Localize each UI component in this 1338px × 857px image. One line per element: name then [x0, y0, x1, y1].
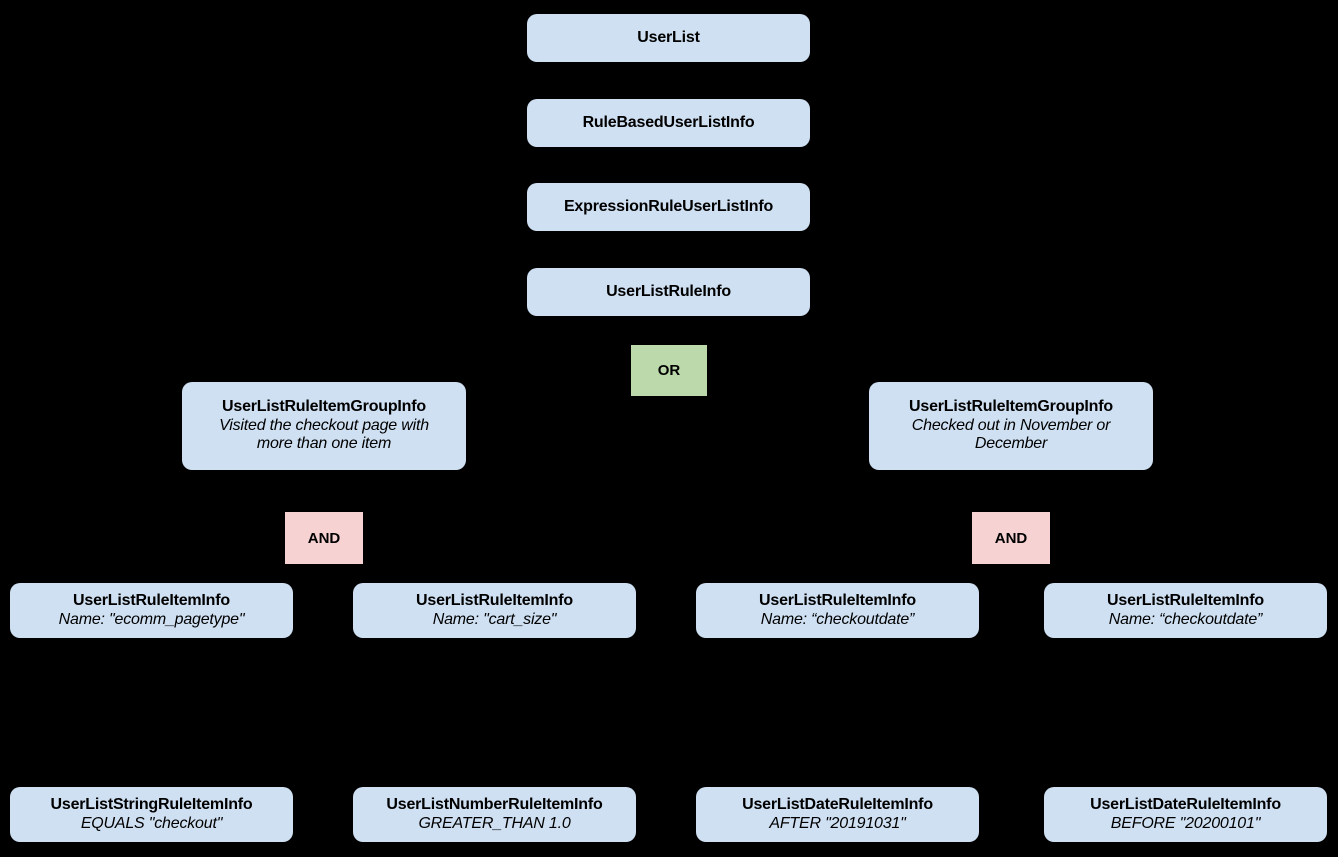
node-subtitle: BEFORE "20200101" [1110, 814, 1261, 832]
node-leaf-string-rule[interactable]: UserListStringRuleItemInfo EQUALS "check… [10, 787, 293, 842]
node-rule-item-1[interactable]: UserListRuleItemInfo Name: "ecomm_pagety… [10, 583, 293, 638]
node-title: UserListDateRuleItemInfo [742, 795, 933, 813]
node-leaf-date-rule-before[interactable]: UserListDateRuleItemInfo BEFORE "2020010… [1044, 787, 1327, 842]
node-title: UserListRuleItemGroupInfo [222, 397, 426, 415]
operator-and-right[interactable]: AND [972, 512, 1050, 564]
node-leaf-number-rule[interactable]: UserListNumberRuleItemInfo GREATER_THAN … [353, 787, 636, 842]
node-title: UserListRuleItemGroupInfo [909, 397, 1113, 415]
node-title: UserListRuleItemInfo [73, 591, 230, 609]
node-subtitle-line2: more than one item [256, 435, 392, 453]
node-subtitle: Name: "ecomm_pagetype" [58, 610, 245, 628]
node-subtitle: EQUALS "checkout" [80, 814, 223, 832]
node-rule-item-group-left[interactable]: UserListRuleItemGroupInfo Visited the ch… [182, 382, 466, 470]
node-rule-item-2[interactable]: UserListRuleItemInfo Name: "cart_size" [353, 583, 636, 638]
node-subtitle: AFTER "20191031" [769, 814, 906, 832]
node-subtitle: Name: “checkoutdate” [760, 610, 915, 628]
node-subtitle: Name: "cart_size" [432, 610, 557, 628]
node-title: RuleBasedUserListInfo [582, 113, 755, 131]
node-title: UserListRuleItemInfo [1107, 591, 1264, 609]
node-subtitle: GREATER_THAN 1.0 [418, 814, 571, 832]
operator-and-left[interactable]: AND [285, 512, 363, 564]
node-subtitle-line1: Checked out in November or [911, 416, 1111, 434]
node-title: UserListRuleItemInfo [416, 591, 573, 609]
node-title: UserListRuleInfo [606, 282, 731, 300]
node-subtitle-line1: Visited the checkout page with [219, 416, 429, 434]
node-rule-item-4[interactable]: UserListRuleItemInfo Name: “checkoutdate… [1044, 583, 1327, 638]
node-title: UserList [637, 28, 700, 46]
node-title: UserListDateRuleItemInfo [1090, 795, 1281, 813]
node-expressionruleuserlistinfo[interactable]: ExpressionRuleUserListInfo [527, 183, 810, 231]
node-title: UserListStringRuleItemInfo [50, 795, 253, 813]
node-rule-item-group-right[interactable]: UserListRuleItemGroupInfo Checked out in… [869, 382, 1153, 470]
node-leaf-date-rule-after[interactable]: UserListDateRuleItemInfo AFTER "20191031… [696, 787, 979, 842]
operator-or[interactable]: OR [631, 345, 707, 396]
node-userlistruleinfo[interactable]: UserListRuleInfo [527, 268, 810, 316]
node-subtitle-line2: December [974, 435, 1048, 453]
node-title: UserListNumberRuleItemInfo [386, 795, 603, 813]
node-title: ExpressionRuleUserListInfo [563, 197, 774, 215]
node-title: UserListRuleItemInfo [759, 591, 916, 609]
node-userlist[interactable]: UserList [527, 14, 810, 62]
node-subtitle: Name: “checkoutdate” [1108, 610, 1263, 628]
node-rule-item-3[interactable]: UserListRuleItemInfo Name: “checkoutdate… [696, 583, 979, 638]
node-rulebaseduserlistinfo[interactable]: RuleBasedUserListInfo [527, 99, 810, 147]
